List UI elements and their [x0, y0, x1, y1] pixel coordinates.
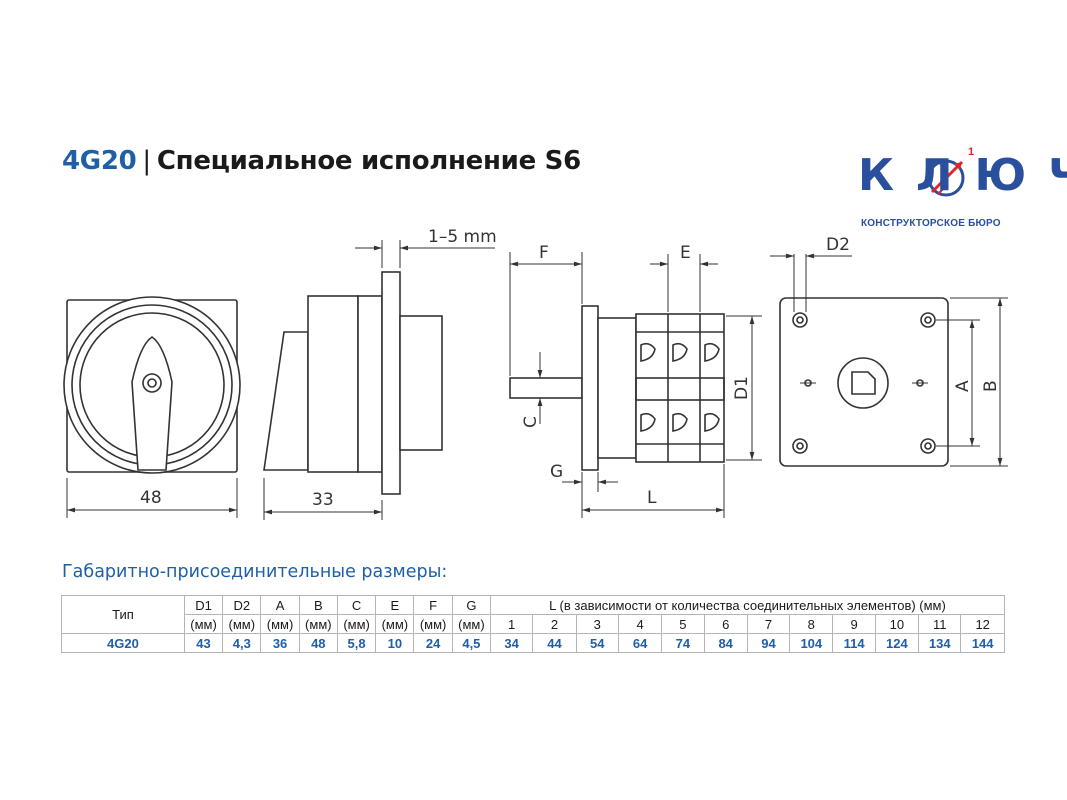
logo-wordmark: КЛЮЧ — [858, 150, 1067, 201]
unit-b: (мм) — [298, 614, 338, 634]
l-count-6: 6 — [703, 614, 748, 634]
header-c: C — [336, 595, 377, 615]
l-count-12: 12 — [960, 614, 1005, 634]
logo-subtitle: КОНСТРУКТОРСКОЕ БЮРО — [861, 218, 1001, 229]
cell-c: 5,8 — [336, 633, 377, 653]
dim-label-l: L — [647, 488, 657, 508]
unit-a: (мм) — [260, 614, 300, 634]
cell-g: 4,5 — [451, 633, 492, 653]
cell-l-1: 34 — [490, 633, 534, 653]
technical-drawing: 48 33 1–5 mm F E D1 C G L D2 A B — [63, 227, 1008, 520]
cell-type: 4G20 — [61, 633, 185, 653]
cell-l-3: 54 — [575, 633, 619, 653]
dim-label-f: F — [539, 243, 549, 263]
cell-d1: 43 — [183, 633, 224, 653]
title-text: Специальное исполнение S6 — [156, 146, 581, 176]
l-count-9: 9 — [832, 614, 876, 634]
dimensions-table: Тип D1 D2 A B C E F G L (в зависимости о… — [61, 595, 1005, 653]
header-d1: D1 — [183, 595, 224, 615]
table-row: 4G20 43 4,3 36 48 5,8 10 24 4,5 34 44 54… — [61, 633, 1005, 653]
cell-l-2: 44 — [532, 633, 577, 653]
dim-label-a: A — [953, 380, 973, 392]
l-count-3: 3 — [575, 614, 619, 634]
cell-l-7: 94 — [746, 633, 791, 653]
cell-l-8: 104 — [789, 633, 834, 653]
unit-f: (мм) — [413, 614, 453, 634]
cell-l-9: 114 — [832, 633, 876, 653]
unit-c: (мм) — [336, 614, 377, 634]
cell-l-11: 134 — [918, 633, 962, 653]
cell-f: 24 — [413, 633, 453, 653]
l-count-10: 10 — [874, 614, 920, 634]
dim-label-g: G — [550, 462, 563, 482]
unit-d1: (мм) — [183, 614, 224, 634]
unit-d2: (мм) — [222, 614, 262, 634]
dim-label-d1: D1 — [732, 376, 752, 400]
header-b: B — [298, 595, 338, 615]
logo-superscript: 1 — [968, 146, 975, 158]
header-d2: D2 — [222, 595, 262, 615]
l-count-8: 8 — [789, 614, 834, 634]
cell-l-6: 84 — [703, 633, 748, 653]
cell-l-4: 64 — [617, 633, 663, 653]
cell-l-5: 74 — [661, 633, 705, 653]
dim-label-b: B — [981, 380, 1001, 392]
front-view — [63, 296, 241, 518]
header-l: L (в зависимости от количества соедините… — [490, 595, 1005, 615]
l-count-7: 7 — [746, 614, 791, 634]
header-type: Тип — [61, 595, 185, 634]
l-count-4: 4 — [617, 614, 663, 634]
table-body: Тип D1 D2 A B C E F G L (в зависимости о… — [61, 595, 1005, 653]
unit-e: (мм) — [375, 614, 415, 634]
cell-b: 48 — [298, 633, 338, 653]
cell-e: 10 — [375, 633, 415, 653]
key-emblem-icon — [927, 159, 965, 197]
header-g: G — [451, 595, 492, 615]
header-e: E — [375, 595, 415, 615]
dimensions-section-title: Габаритно-присоединительные размеры: — [62, 562, 448, 582]
dim-label-33: 33 — [312, 490, 334, 510]
l-count-5: 5 — [661, 614, 705, 634]
table-header-row-1: Тип D1 D2 A B C E F G L (в зависимости о… — [61, 595, 1005, 634]
rear-plate-view — [770, 253, 1008, 467]
table-header-row-2: (мм) (мм) (мм) (мм) (мм) (мм) (мм) (мм) … — [62, 614, 1005, 634]
l-count-1: 1 — [490, 614, 534, 634]
cell-l-12: 144 — [960, 633, 1005, 653]
cell-d2: 4,3 — [222, 633, 262, 653]
header-f: F — [413, 595, 453, 615]
dim-label-c: C — [521, 416, 541, 428]
cell-a: 36 — [260, 633, 300, 653]
title-separator: | — [142, 146, 151, 176]
dim-label-48: 48 — [140, 488, 162, 508]
l-count-2: 2 — [532, 614, 577, 634]
brand-logo: КЛЮЧ 1 КОНСТРУКТОРСКОЕ БЮРО — [858, 146, 1067, 232]
unit-g: (мм) — [451, 614, 492, 634]
side-view — [263, 240, 495, 520]
cell-l-10: 124 — [874, 633, 920, 653]
l-count-11: 11 — [918, 614, 962, 634]
page-title: 4G20|Специальное исполнение S6 — [62, 146, 581, 176]
dim-label-e: E — [680, 243, 691, 263]
header-a: A — [260, 595, 300, 615]
dim-label-d2: D2 — [826, 235, 850, 255]
product-code: 4G20 — [62, 146, 137, 176]
shaft-view — [509, 252, 762, 518]
dim-label-panel-range: 1–5 mm — [428, 227, 497, 247]
